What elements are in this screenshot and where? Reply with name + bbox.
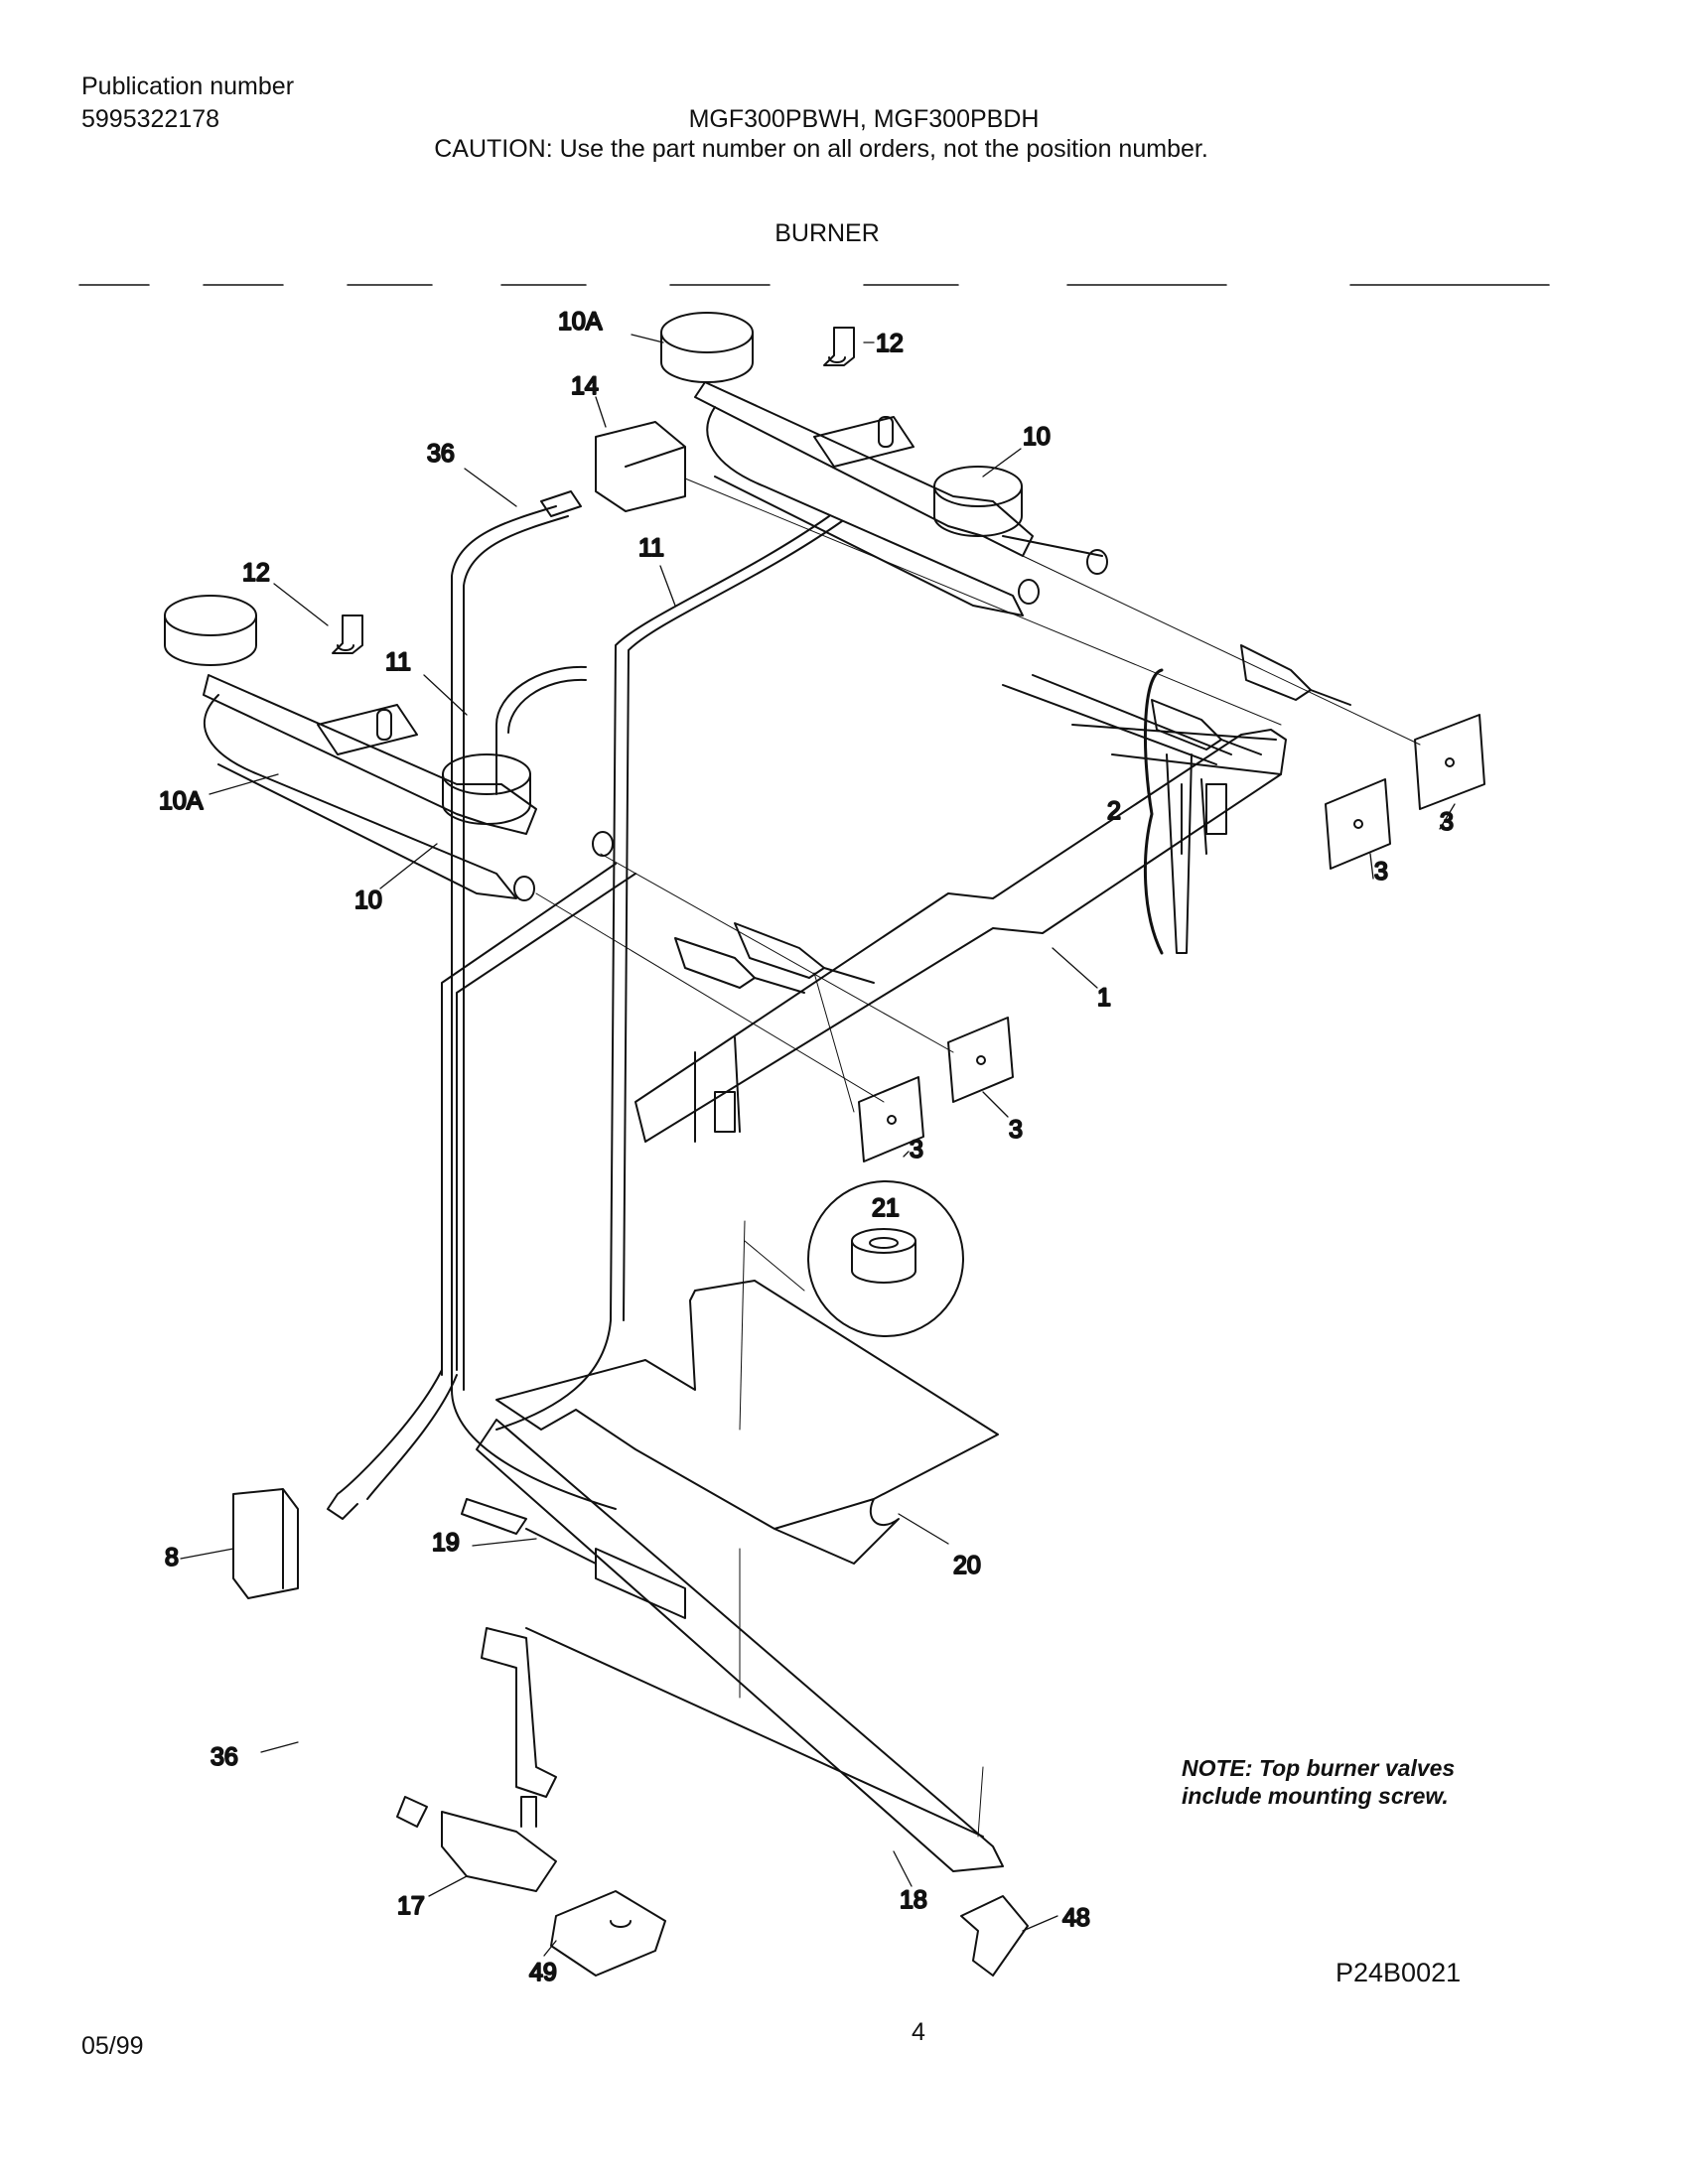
callout-leaders: [180, 334, 1456, 1957]
callout-21: 21: [872, 1194, 900, 1222]
gas-connector-36-bottom: [396, 1796, 428, 1828]
callout-3-a: 3: [1440, 808, 1454, 836]
ignitor-19: [461, 1498, 686, 1619]
callout-12-left: 12: [242, 559, 270, 587]
footer-date: 05/99: [81, 2032, 144, 2060]
rear-burner-assembly: [660, 312, 1108, 616]
callout-10-left: 10: [354, 887, 382, 914]
callout-2: 2: [1107, 797, 1121, 825]
figure-code: P24B0021: [1336, 1958, 1462, 1987]
callout-18: 18: [900, 1886, 927, 1914]
callout-3-b: 3: [1374, 858, 1388, 886]
orifice-plate-3: [858, 714, 1485, 1162]
wiring-harness: [327, 505, 843, 1520]
detail-circle-21: [807, 1180, 964, 1337]
page-number: 4: [912, 2018, 925, 2046]
clip-12-left: [332, 614, 363, 654]
publication-number: 5995322178: [81, 105, 220, 133]
lower-frame-18: [476, 1419, 1004, 1872]
section-title: BURNER: [774, 219, 880, 247]
gas-connector-36-top: [540, 490, 582, 517]
publication-label: Publication number: [81, 72, 295, 100]
note-line-1: NOTE: Top burner valves: [1182, 1755, 1456, 1781]
note-text: NOTE: Top burner valves include mounting…: [1182, 1755, 1455, 1810]
front-burner-assembly: [164, 595, 614, 901]
callout-36-top: 36: [427, 440, 455, 468]
callout-20: 20: [953, 1552, 981, 1579]
manifold-pipe: [634, 674, 1287, 1143]
callout-3-d: 3: [910, 1136, 923, 1163]
ignition-module-14: [595, 421, 686, 512]
note-line-2: include mounting screw.: [1182, 1782, 1449, 1809]
callout-11-top: 11: [638, 534, 664, 562]
caution-text: CAUTION: Use the part number on all orde…: [434, 135, 1208, 163]
callout-48: 48: [1062, 1904, 1090, 1932]
callout-19: 19: [432, 1529, 460, 1557]
bracket-49: [550, 1890, 666, 1977]
callout-10A-left: 10A: [159, 787, 204, 815]
heat-shield-20: [495, 1280, 999, 1565]
callout-12-top: 12: [876, 330, 904, 357]
regulator-17: [441, 1796, 557, 1892]
clip-12-top: [823, 327, 855, 366]
callout-11-left: 11: [385, 648, 411, 676]
model-numbers: MGF300PBWH, MGF300PBDH: [688, 105, 1040, 133]
alignment-lines: [535, 478, 1421, 1838]
callout-3-c: 3: [1009, 1116, 1023, 1144]
callout-49: 49: [529, 1959, 557, 1986]
burner-valves: [674, 644, 1351, 994]
callout-8: 8: [165, 1544, 179, 1571]
bracket-48: [960, 1895, 1029, 1977]
callout-14: 14: [571, 372, 599, 400]
callout-17: 17: [397, 1892, 425, 1920]
callout-10-right: 10: [1023, 423, 1051, 451]
callout-1: 1: [1097, 984, 1111, 1012]
module-8: [232, 1488, 299, 1599]
callout-10A-top: 10A: [558, 308, 603, 336]
valve-bracket-2: [1143, 668, 1164, 955]
callout-36-bottom: 36: [211, 1743, 238, 1771]
